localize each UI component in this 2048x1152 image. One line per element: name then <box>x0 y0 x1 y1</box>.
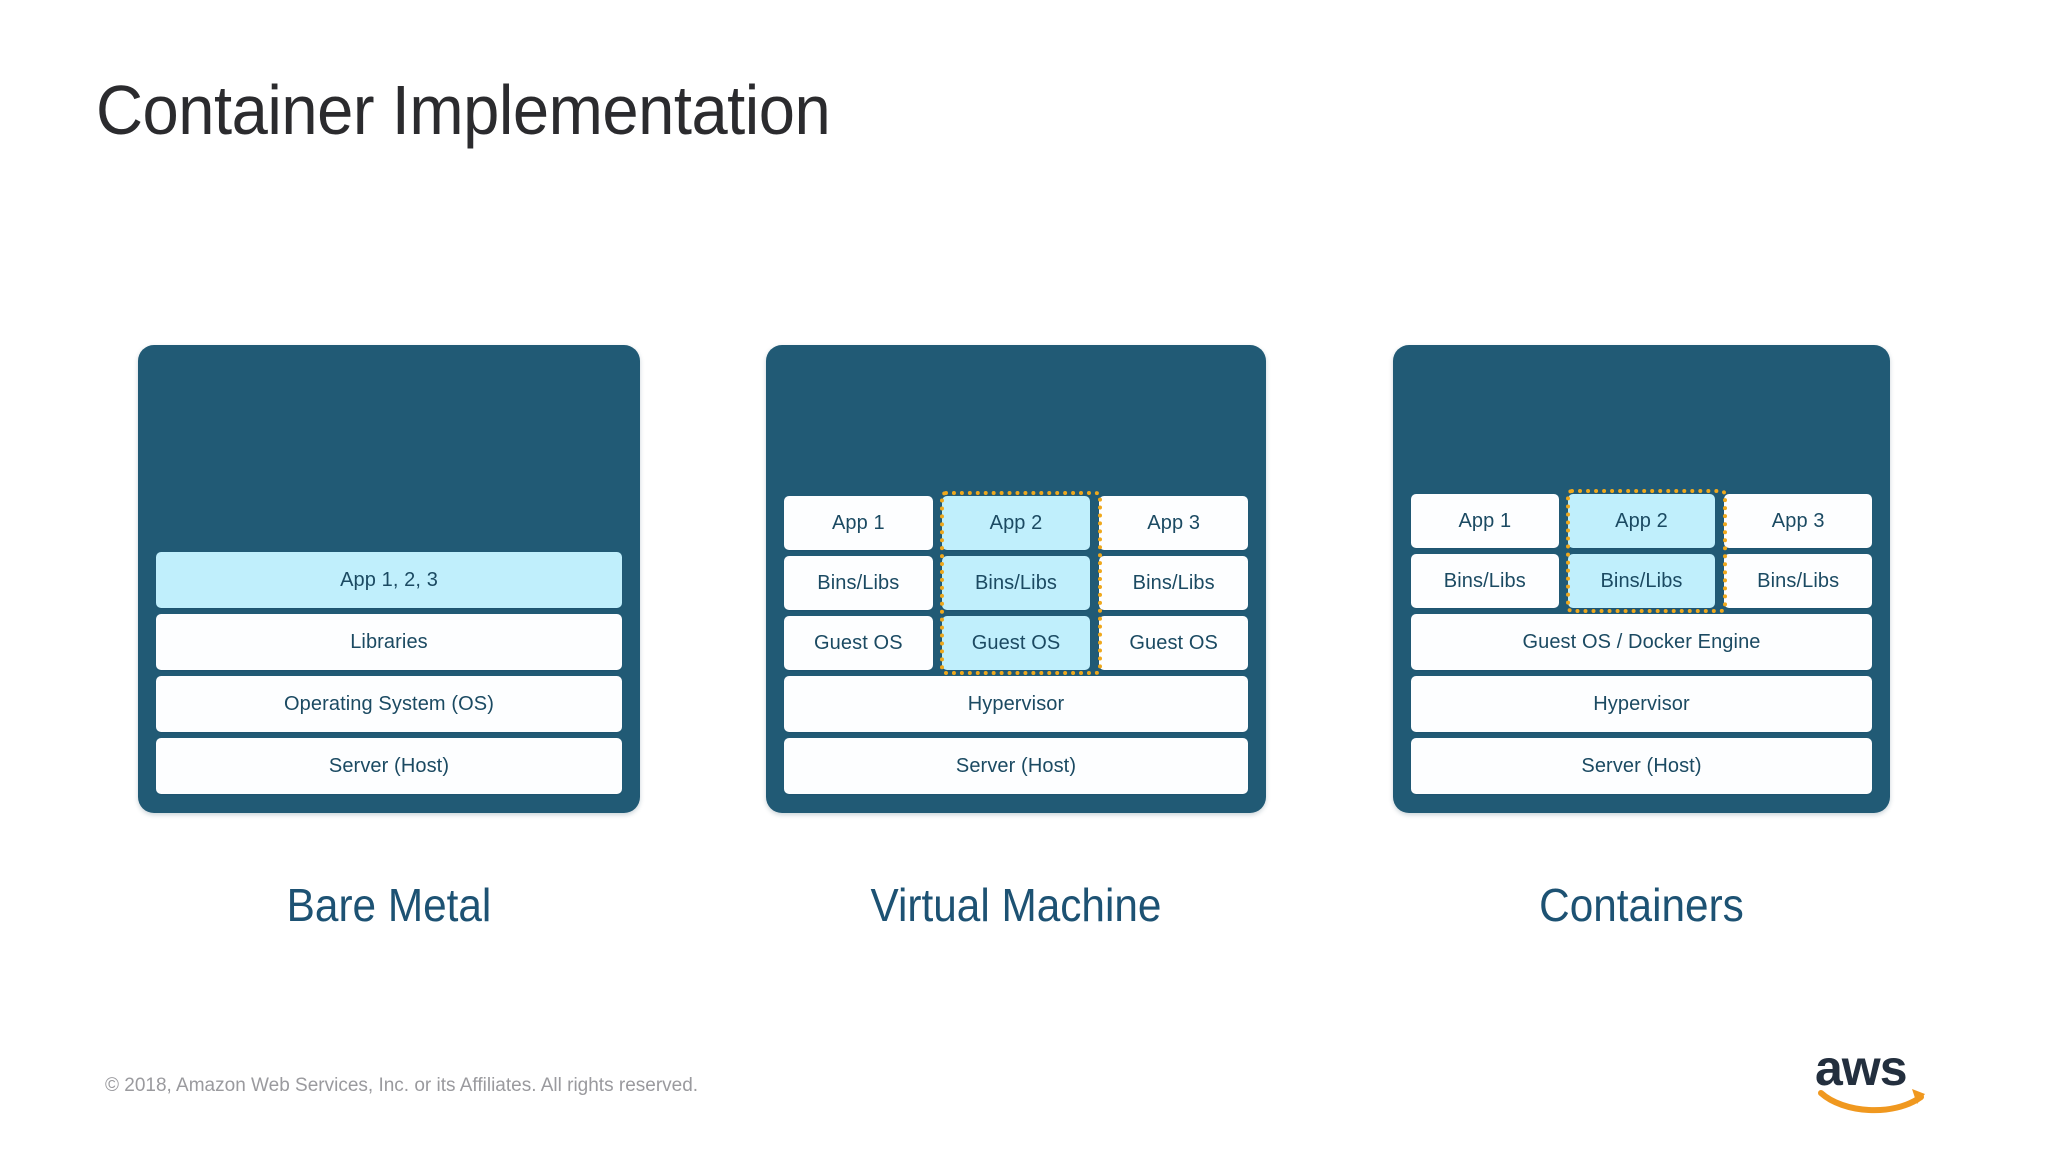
layer-box-server[interactable]: Server (Host) <box>784 738 1248 794</box>
panel-virtual-machine: App 1 Bins/Libs Guest OS App 2 Bins/Libs… <box>766 345 1266 813</box>
layer-row: Server (Host) <box>784 738 1248 794</box>
vm-column-2: App 2 Bins/Libs Guest OS <box>941 496 1091 670</box>
layer-box-docker-engine[interactable]: Guest OS / Docker Engine <box>1411 614 1872 670</box>
vm-column-3: App 3 Bins/Libs Guest OS <box>1099 496 1249 670</box>
layer-row: App 1, 2, 3 <box>156 552 622 608</box>
copyright-text: © 2018, Amazon Web Services, Inc. or its… <box>105 1075 699 1096</box>
vm-cell-app3[interactable]: App 3 <box>1099 496 1249 550</box>
layer-row: Guest OS / Docker Engine <box>1411 614 1872 670</box>
stack-virtual-machine: App 1 Bins/Libs Guest OS App 2 Bins/Libs… <box>784 363 1249 794</box>
layer-row: Operating System (OS) <box>156 676 622 732</box>
vm-cell-guestos1[interactable]: Guest OS <box>784 616 933 670</box>
layer-row: Server (Host) <box>1411 738 1872 794</box>
vm-cell-binslibs3[interactable]: Bins/Libs <box>1099 556 1249 610</box>
containers-column-1: App 1 Bins/Libs <box>1411 494 1559 608</box>
aws-wordmark: aws <box>1815 1040 1908 1096</box>
containers-cell-app3[interactable]: App 3 <box>1724 494 1873 548</box>
vm-cell-binslibs2[interactable]: Bins/Libs <box>941 556 1091 610</box>
page-title: Container Implementation <box>96 70 831 149</box>
vm-grid: App 1 Bins/Libs Guest OS App 2 Bins/Libs… <box>784 491 1249 675</box>
containers-cell-binslibs2[interactable]: Bins/Libs <box>1567 554 1716 608</box>
vm-column-1: App 1 Bins/Libs Guest OS <box>784 496 933 670</box>
layer-box-os[interactable]: Operating System (OS) <box>156 676 622 732</box>
containers-grid: App 1 Bins/Libs App 2 Bins/Libs App 3 Bi… <box>1411 489 1873 613</box>
stack-bare-metal: App 1, 2, 3 Libraries Operating System (… <box>156 363 622 794</box>
vm-cell-app1[interactable]: App 1 <box>784 496 933 550</box>
containers-cell-binslibs3[interactable]: Bins/Libs <box>1724 554 1873 608</box>
layer-row: Hypervisor <box>1411 676 1872 732</box>
layer-box-app[interactable]: App 1, 2, 3 <box>156 552 622 608</box>
containers-cell-binslibs1[interactable]: Bins/Libs <box>1411 554 1559 608</box>
aws-smile-arrow-icon <box>1818 1089 1925 1114</box>
panel-containers: App 1 Bins/Libs App 2 Bins/Libs App 3 Bi… <box>1393 345 1890 813</box>
vm-cell-binslibs1[interactable]: Bins/Libs <box>784 556 933 610</box>
containers-cell-app1[interactable]: App 1 <box>1411 494 1559 548</box>
vm-cell-guestos3[interactable]: Guest OS <box>1099 616 1249 670</box>
layer-row: Libraries <box>156 614 622 670</box>
layer-row: Hypervisor <box>784 676 1248 732</box>
layer-box-libraries[interactable]: Libraries <box>156 614 622 670</box>
layer-box-server[interactable]: Server (Host) <box>156 738 622 794</box>
caption-virtual-machine: Virtual Machine <box>870 879 1162 931</box>
layer-box-hypervisor[interactable]: Hypervisor <box>784 676 1248 732</box>
containers-cell-app2[interactable]: App 2 <box>1567 494 1716 548</box>
layer-box-server[interactable]: Server (Host) <box>1411 738 1872 794</box>
layer-row: Server (Host) <box>156 738 622 794</box>
containers-column-3: App 3 Bins/Libs <box>1724 494 1873 608</box>
caption-bare-metal: Bare Metal <box>286 879 492 931</box>
caption-containers: Containers <box>1539 879 1744 931</box>
panel-bare-metal: App 1, 2, 3 Libraries Operating System (… <box>138 345 640 813</box>
containers-column-2: App 2 Bins/Libs <box>1567 494 1716 608</box>
layer-box-hypervisor[interactable]: Hypervisor <box>1411 676 1872 732</box>
vm-cell-app2[interactable]: App 2 <box>941 496 1091 550</box>
stack-containers: App 1 Bins/Libs App 2 Bins/Libs App 3 Bi… <box>1411 363 1873 794</box>
vm-cell-guestos2[interactable]: Guest OS <box>941 616 1091 670</box>
aws-logo: aws <box>1815 1043 1933 1115</box>
